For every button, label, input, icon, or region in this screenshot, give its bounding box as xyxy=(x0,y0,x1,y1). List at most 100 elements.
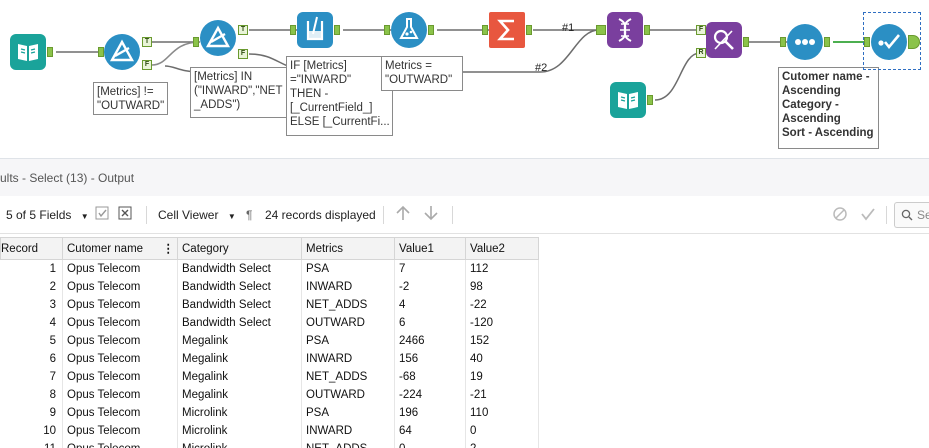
output-anchor[interactable] xyxy=(334,25,340,35)
results-toolbar: 5 of 5 Fields ▼ Cell Viewer ▼ ¶ 24 recor… xyxy=(0,196,929,234)
table-cell: -224 xyxy=(394,386,466,404)
table-cell: 0 xyxy=(394,440,466,448)
output-anchor[interactable] xyxy=(908,35,920,49)
true-anchor[interactable]: T xyxy=(238,25,248,35)
table-cell: Bandwidth Select xyxy=(177,278,302,296)
column-header[interactable]: Metrics xyxy=(301,237,395,260)
input-anchor[interactable] xyxy=(193,37,199,47)
arrow-up-icon[interactable] xyxy=(394,204,412,225)
table-cell: Opus Telecom xyxy=(62,314,178,332)
table-cell: 0 xyxy=(465,422,539,440)
output-anchor[interactable] xyxy=(647,95,653,105)
input-data-tool-2[interactable] xyxy=(610,82,646,118)
select-tool[interactable] xyxy=(871,24,907,60)
formula-tool-1[interactable] xyxy=(297,12,333,48)
workflow-canvas[interactable]: T F [Metrics] != "OUTWARD" T F [Metrics]… xyxy=(0,0,929,158)
formula-tool-2[interactable] xyxy=(391,12,427,48)
check-icon[interactable] xyxy=(95,206,109,223)
filter-tool-1[interactable] xyxy=(104,34,140,70)
table-cell: Opus Telecom xyxy=(62,278,178,296)
filter-tool-2[interactable] xyxy=(200,20,236,56)
input-anchor[interactable] xyxy=(780,37,786,47)
find-replace-tool[interactable] xyxy=(706,22,742,58)
table-cell: Opus Telecom xyxy=(62,386,178,404)
wire-label-1: #1 xyxy=(562,22,575,34)
results-header: ults - Select (13) - Output xyxy=(0,158,929,196)
pilcrow-icon[interactable]: ¶ xyxy=(246,208,253,222)
input-anchor[interactable] xyxy=(864,37,870,47)
table-cell: -68 xyxy=(394,368,466,386)
cell-viewer-label: Cell Viewer xyxy=(158,208,219,222)
table-cell: PSA xyxy=(301,259,395,278)
sigma-icon xyxy=(497,19,514,41)
table-cell: 6 xyxy=(0,350,63,368)
output-anchor[interactable] xyxy=(428,25,434,35)
output-anchor[interactable] xyxy=(526,25,532,35)
left-input-anchor[interactable]: F xyxy=(696,25,706,35)
column-menu-icon[interactable]: ⋮ xyxy=(162,243,175,255)
table-row[interactable]: 11Opus TelecomMicrolinkNET_ADDS02 xyxy=(0,440,539,448)
output-anchor[interactable] xyxy=(47,47,53,57)
output-anchor[interactable] xyxy=(644,25,650,35)
find-replace-icon xyxy=(713,29,734,50)
false-anchor[interactable]: F xyxy=(238,49,248,59)
right-input-anchor[interactable]: R xyxy=(696,48,706,58)
table-cell: Megalink xyxy=(177,350,302,368)
table-cell: 4 xyxy=(394,296,466,314)
table-cell: Opus Telecom xyxy=(62,404,178,422)
table-cell: OUTWARD xyxy=(301,386,395,404)
table-cell: INWARD xyxy=(301,422,395,440)
table-cell: Bandwidth Select xyxy=(177,314,302,332)
table-cell: 19 xyxy=(465,368,539,386)
search-box[interactable]: Se xyxy=(894,202,929,228)
column-header[interactable]: Record xyxy=(0,237,63,260)
filter-icon xyxy=(109,39,135,62)
column-header[interactable]: Value2 xyxy=(465,237,539,260)
table-cell: 156 xyxy=(394,350,466,368)
arrow-down-icon[interactable] xyxy=(422,204,440,225)
table-cell: Opus Telecom xyxy=(62,296,178,314)
apply-check-icon[interactable] xyxy=(860,206,876,225)
table-cell: 8 xyxy=(0,386,63,404)
true-anchor[interactable]: T xyxy=(142,37,152,47)
transpose-tool[interactable] xyxy=(607,12,643,48)
table-cell: 2 xyxy=(0,278,63,296)
cell-viewer-dropdown[interactable]: Cell Viewer ▼ xyxy=(158,208,236,222)
summarize-tool[interactable] xyxy=(489,12,525,48)
table-cell: NET_ADDS xyxy=(301,296,395,314)
input-anchor[interactable] xyxy=(98,47,104,57)
input-anchor[interactable] xyxy=(290,25,296,35)
table-cell: -21 xyxy=(465,386,539,404)
column-header[interactable]: Value1 xyxy=(394,237,466,260)
table-cell: INWARD xyxy=(301,278,395,296)
search-icon xyxy=(901,209,913,221)
column-header[interactable]: Category xyxy=(177,237,302,260)
table-cell: Bandwidth Select xyxy=(177,259,302,278)
input-data-tool[interactable] xyxy=(10,34,46,70)
close-icon[interactable] xyxy=(118,206,132,223)
multi-input-anchor[interactable] xyxy=(596,25,606,35)
sort-tool[interactable] xyxy=(787,24,823,60)
output-anchor[interactable] xyxy=(743,37,749,47)
false-anchor[interactable]: F xyxy=(142,60,152,70)
cancel-icon[interactable] xyxy=(832,206,848,225)
column-header[interactable]: Cutomer name⋮ xyxy=(62,237,178,260)
output-anchor[interactable] xyxy=(824,37,830,47)
table-cell: -120 xyxy=(465,314,539,332)
input-anchor[interactable] xyxy=(384,25,390,35)
fields-dropdown[interactable]: 5 of 5 Fields ▼ xyxy=(6,208,89,222)
table-cell: 6 xyxy=(394,314,466,332)
table-cell: 1 xyxy=(0,259,63,278)
input-anchor[interactable] xyxy=(482,25,488,35)
